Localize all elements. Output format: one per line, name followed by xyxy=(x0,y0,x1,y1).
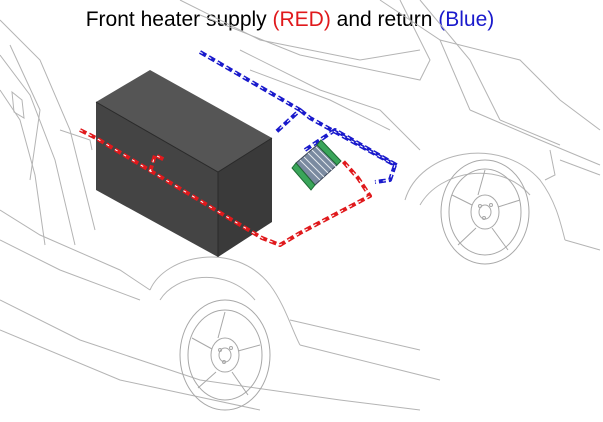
title-prefix: Front heater supply xyxy=(85,8,273,31)
van-outline xyxy=(0,0,601,411)
heater-core xyxy=(291,139,342,191)
rear-wheel xyxy=(179,299,271,411)
box-top-face xyxy=(96,70,272,172)
return-hose xyxy=(198,50,399,184)
title-supply-label: (RED) xyxy=(272,8,331,31)
box-front-face xyxy=(96,102,218,257)
storage-box xyxy=(95,70,273,257)
box-side-face xyxy=(218,138,272,257)
front-wheel xyxy=(440,159,530,265)
title-return-label: (Blue) xyxy=(438,8,495,31)
supply-hose xyxy=(79,128,372,247)
diagram-title: Front heater supply (RED) and return (Bl… xyxy=(0,8,580,32)
title-middle: and return xyxy=(330,8,439,31)
